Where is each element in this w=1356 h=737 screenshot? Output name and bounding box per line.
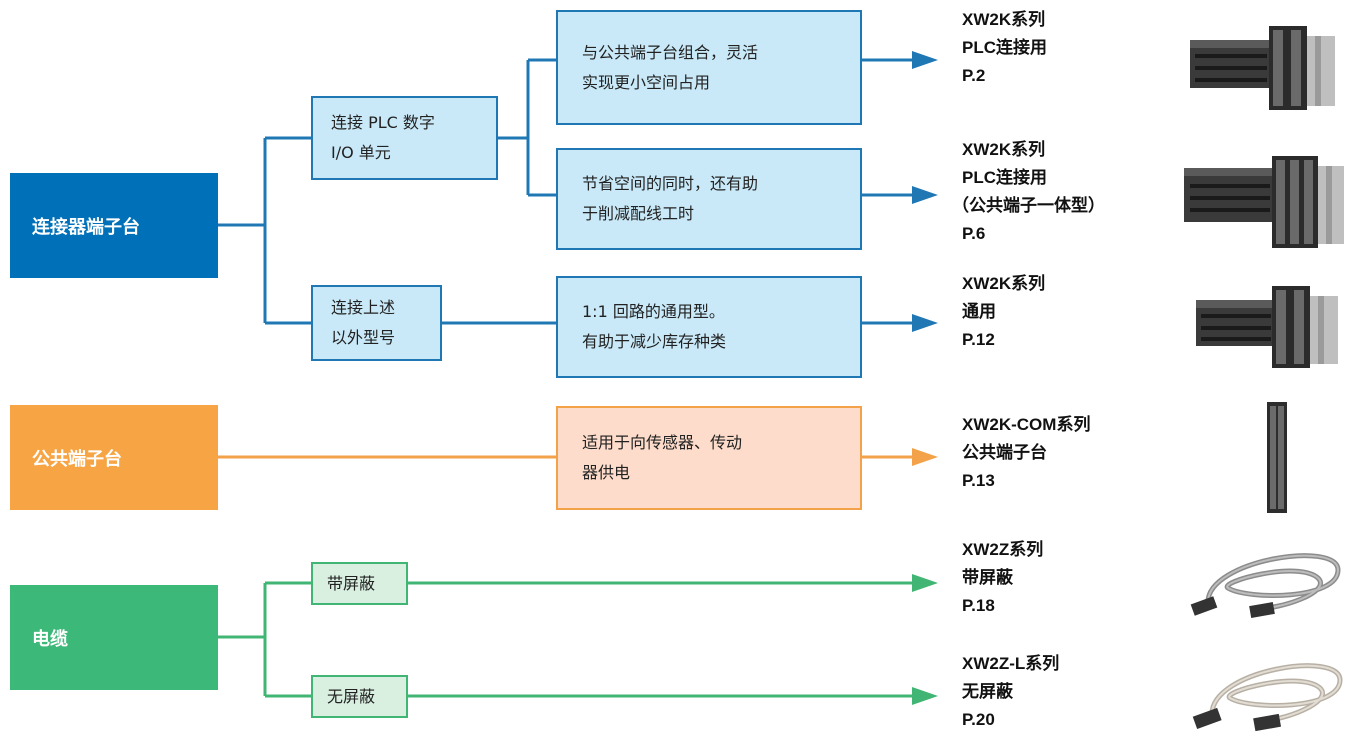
product-xw2k-general: XW2K系列 通用 P.12 (962, 270, 1045, 354)
product-page: P.6 (962, 224, 986, 243)
xw2k-common-terminal-image (1184, 156, 1344, 248)
node-unshielded: 无屏蔽 (311, 675, 408, 718)
node-save-space: 节省空间的同时，还有助 于削减配线工时 (556, 148, 862, 250)
xw2k-terminal-block-image (1190, 26, 1335, 110)
product-xw2k-com: XW2K-COM系列 公共端子台 P.13 (962, 411, 1090, 495)
product-use: PLC连接用 (962, 168, 1047, 187)
product-use: 通用 (962, 302, 996, 321)
product-xw2z: XW2Z系列 带屏蔽 P.18 (962, 536, 1043, 620)
xw2z-shielded-cable-image (1190, 553, 1341, 618)
node-other-models-label: 连接上述 以外型号 (331, 298, 396, 347)
category-connector-terminal: 连接器端子台 (10, 173, 218, 278)
product-xw2z-l: XW2Z-L系列 无屏蔽 P.20 (962, 650, 1059, 734)
node-unshielded-label: 无屏蔽 (327, 686, 376, 706)
product-xw2k-plc: XW2K系列 PLC连接用 P.2 (962, 6, 1047, 90)
product-use: 无屏蔽 (962, 682, 1013, 701)
xw2k-com-bar-image (1267, 402, 1287, 513)
node-shielded: 带屏蔽 (311, 562, 408, 605)
category-common-terminal: 公共端子台 (10, 405, 218, 510)
product-use: 公共端子台 (962, 443, 1047, 462)
category-connector-label: 连接器端子台 (32, 216, 140, 238)
node-other-models: 连接上述 以外型号 (311, 285, 442, 361)
category-common-label: 公共端子台 (32, 448, 122, 470)
node-shielded-label: 带屏蔽 (327, 573, 376, 593)
xw2k-general-image (1196, 286, 1338, 368)
product-page: P.2 (962, 66, 986, 85)
node-plc-digital-io-label: 连接 PLC 数字 I/O 单元 (331, 113, 435, 162)
node-combine-common-label: 与公共端子台组合，灵活 实现更小空间占用 (582, 42, 759, 92)
product-series: XW2K-COM系列 (962, 415, 1091, 434)
product-page: P.12 (962, 330, 995, 349)
product-xw2k-plc-common: XW2K系列 PLC连接用 （公共端子一体型） P.6 (952, 136, 1105, 248)
node-sensor-power-label: 适用于向传感器、传动 器供电 (582, 433, 743, 482)
product-series: XW2K系列 (962, 140, 1046, 159)
node-general-purpose-label: 1:1 回路的通用型。 有助于减少库存种类 (582, 302, 727, 351)
product-series: XW2Z-L系列 (962, 654, 1060, 673)
product-series: XW2K系列 (962, 10, 1046, 29)
node-save-space-label: 节省空间的同时，还有助 于削减配线工时 (582, 174, 759, 223)
category-cable-label: 电缆 (32, 628, 68, 650)
product-series: XW2Z系列 (962, 540, 1044, 559)
product-page: P.13 (962, 471, 995, 490)
product-use: 带屏蔽 (962, 568, 1013, 587)
product-note: （公共端子一体型） (952, 196, 1105, 215)
node-combine-common: 与公共端子台组合，灵活 实现更小空间占用 (556, 10, 862, 125)
node-general-purpose: 1:1 回路的通用型。 有助于减少库存种类 (556, 276, 862, 378)
product-page: P.20 (962, 710, 995, 729)
product-series: XW2K系列 (962, 274, 1046, 293)
xw2z-unshielded-cable-image (1192, 663, 1343, 732)
product-use: PLC连接用 (962, 38, 1047, 57)
category-cable: 电缆 (10, 585, 218, 690)
node-plc-digital-io: 连接 PLC 数字 I/O 单元 (311, 96, 498, 180)
product-page: P.18 (962, 596, 995, 615)
node-sensor-power: 适用于向传感器、传动 器供电 (556, 406, 862, 510)
